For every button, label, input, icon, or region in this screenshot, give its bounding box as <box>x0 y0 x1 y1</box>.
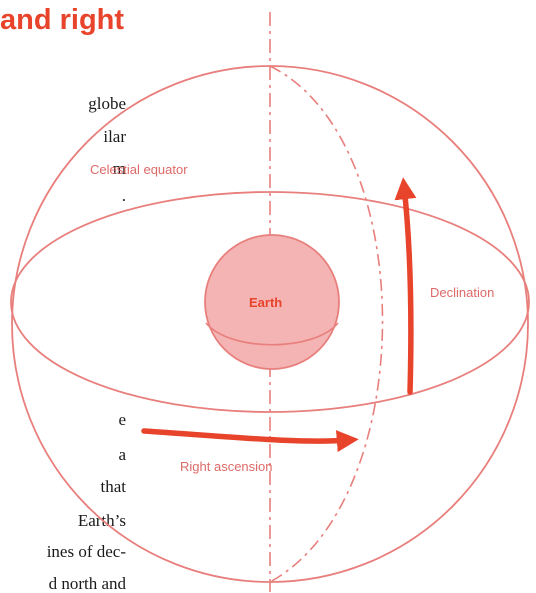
hour-circle <box>269 65 384 583</box>
page-heading: and right <box>0 4 125 36</box>
body-text-line: a <box>118 445 126 464</box>
body-text-line: e <box>118 410 126 429</box>
body-text-line: ines of dec- <box>46 542 126 561</box>
body-text-line: ilar <box>103 127 126 146</box>
celestial-equator <box>10 191 530 413</box>
declination-label: Declination <box>430 285 494 300</box>
right-ascension-label: Right ascension <box>180 459 273 474</box>
earth-equator <box>205 322 339 346</box>
body-text-line: d north and <box>48 574 126 593</box>
declination-arrow <box>394 177 417 395</box>
earth-label: Earth <box>249 295 282 310</box>
body-text-line: globe <box>88 94 126 113</box>
right-ascension-arrow <box>141 428 359 453</box>
earth-globe <box>205 235 339 369</box>
celestial-equator-label: Celestial equator <box>90 162 188 177</box>
earth-outline <box>204 234 340 370</box>
body-text-line: that <box>100 477 127 496</box>
body-text-line: m <box>112 159 126 178</box>
body-text-line: . <box>121 186 126 205</box>
